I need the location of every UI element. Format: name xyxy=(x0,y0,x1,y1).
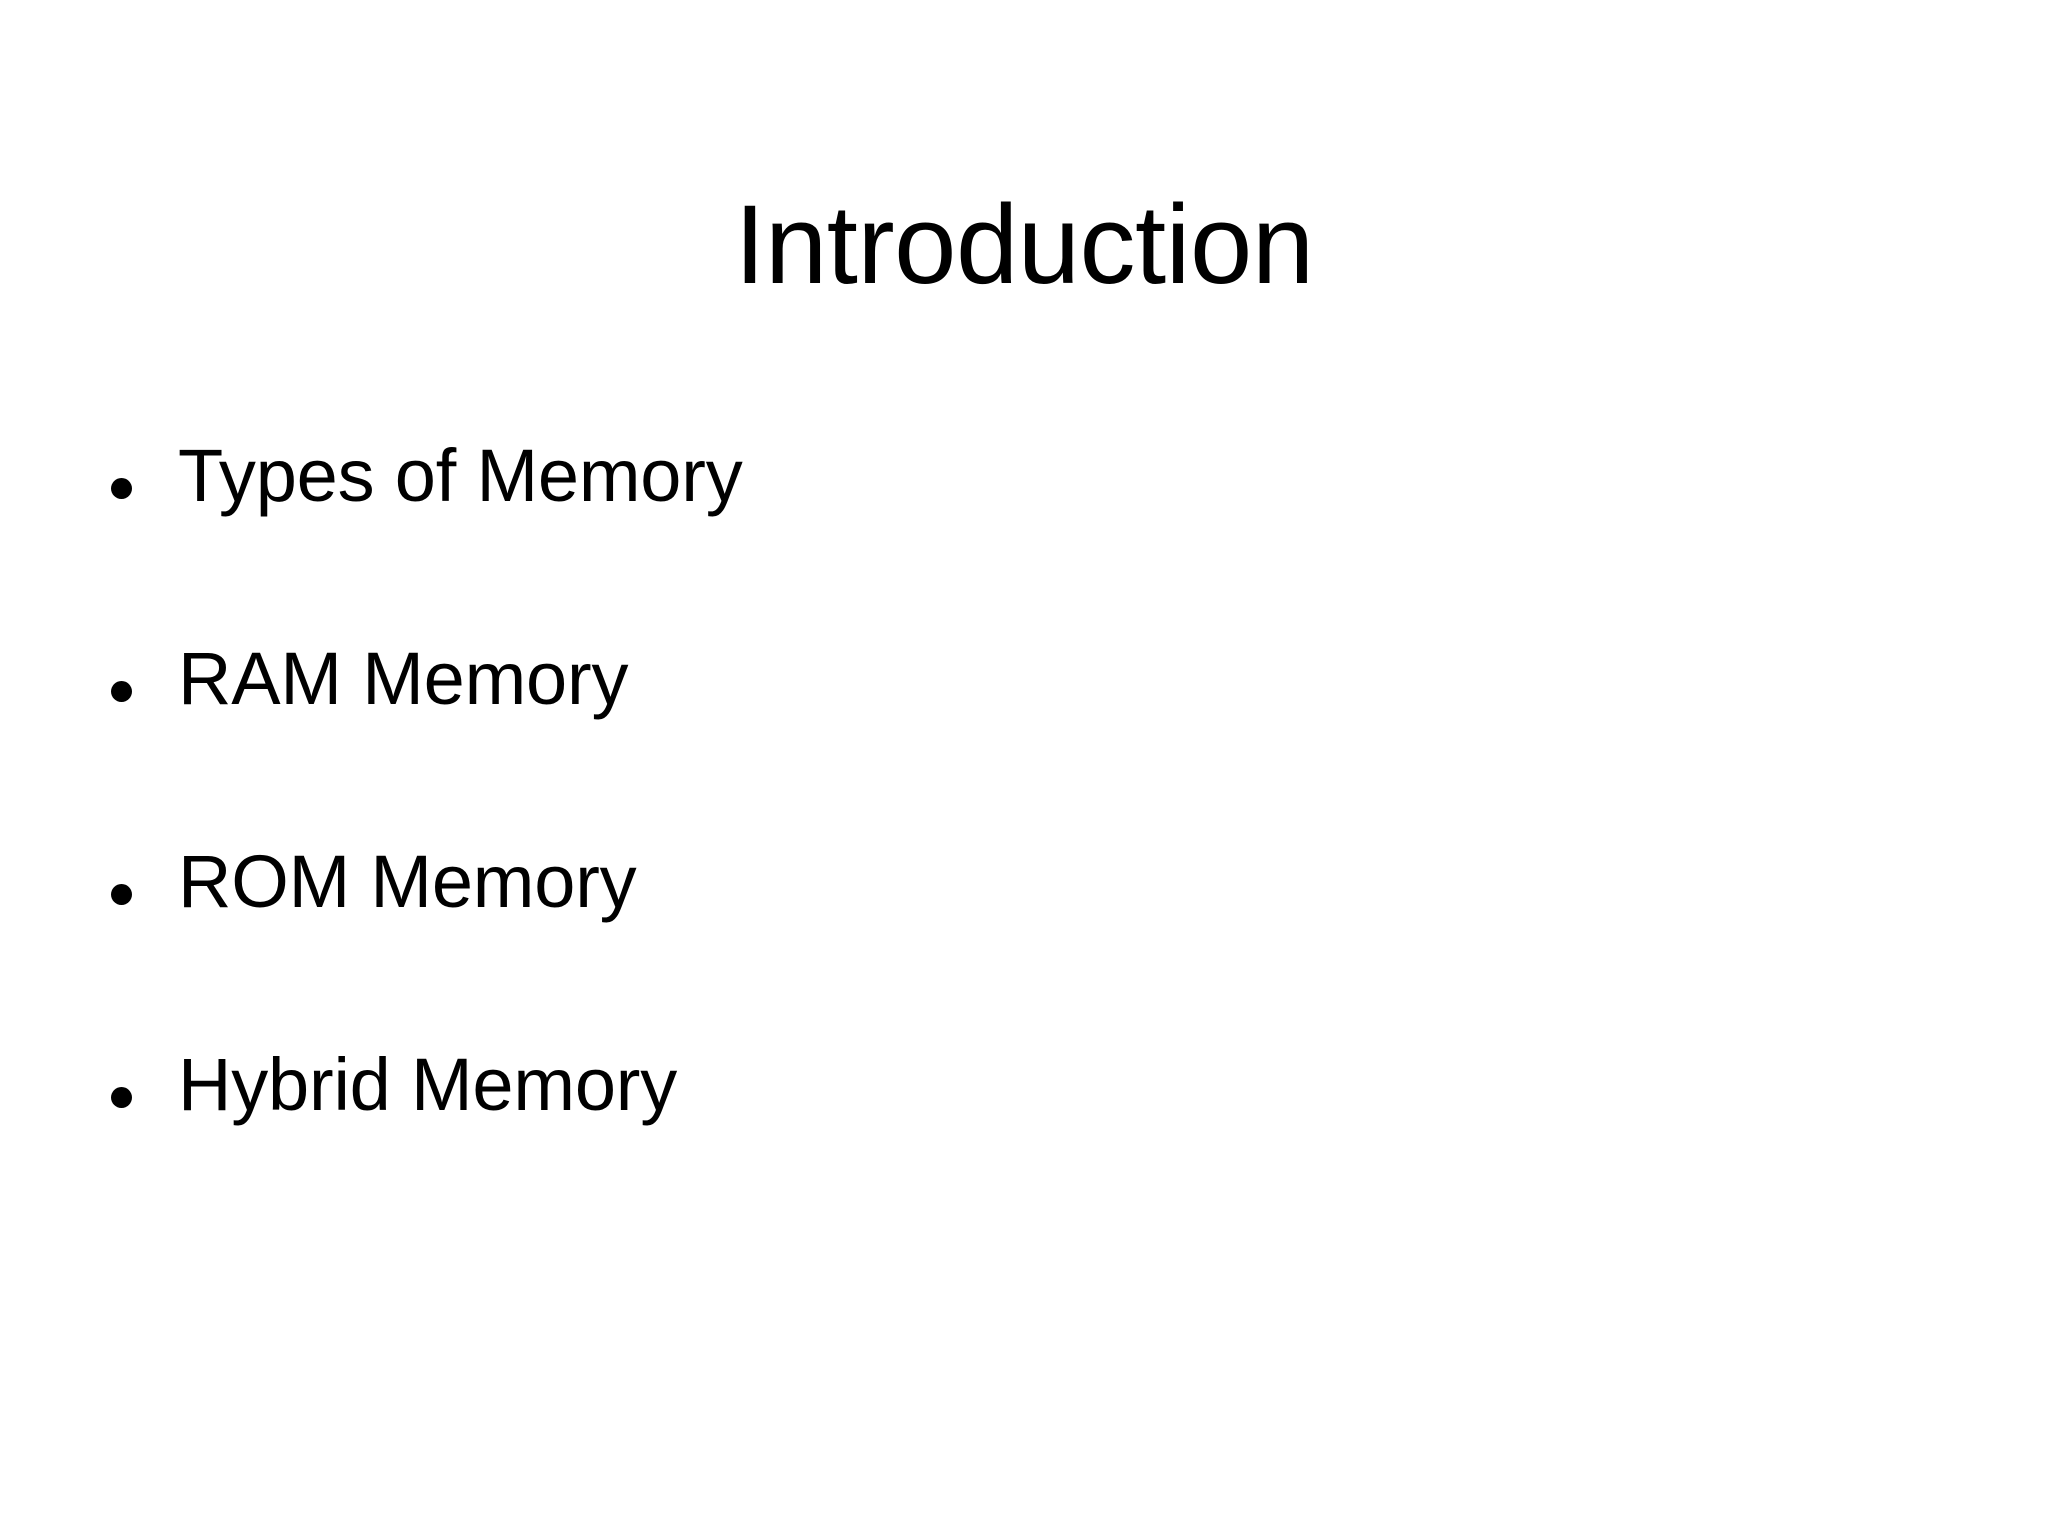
list-item[interactable]: RAM Memory xyxy=(96,635,1856,838)
bullet-dot-icon xyxy=(111,478,132,499)
list-item-label: Hybrid Memory xyxy=(178,1043,678,1126)
list-item[interactable]: Types of Memory xyxy=(96,432,1856,635)
list-item-label: RAM Memory xyxy=(178,637,629,720)
list-item[interactable]: Hybrid Memory xyxy=(96,1041,1856,1244)
bullet-dot-icon xyxy=(111,1087,132,1108)
page-title: Introduction xyxy=(734,182,1314,308)
list-item[interactable]: ROM Memory xyxy=(96,838,1856,1041)
bullet-dot-icon xyxy=(111,681,132,702)
list-item-label: ROM Memory xyxy=(178,840,637,923)
bullet-dot-icon xyxy=(111,884,132,905)
list-item-label: Types of Memory xyxy=(178,434,743,517)
bullet-list: Types of Memory RAM Memory ROM Memory Hy… xyxy=(96,432,1856,1244)
